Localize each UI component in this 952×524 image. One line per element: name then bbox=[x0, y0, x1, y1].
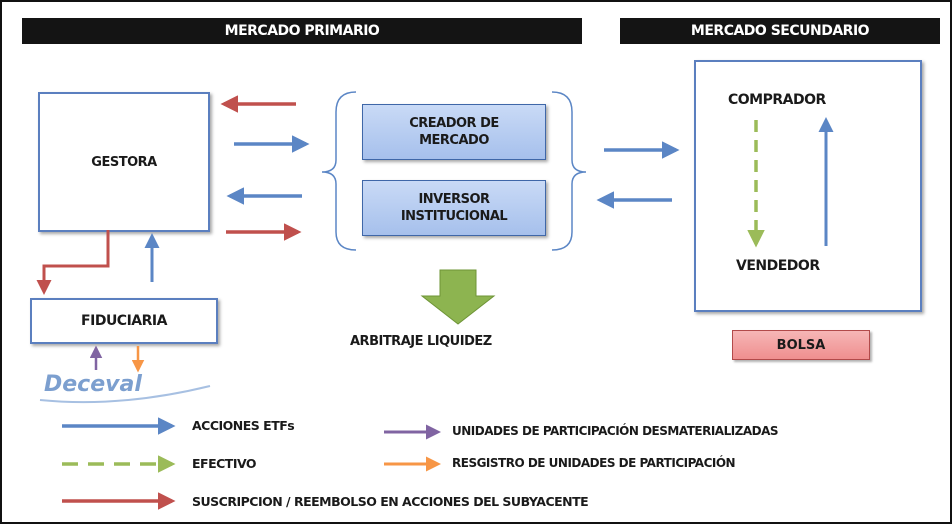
header-mercado-primario: MERCADO PRIMARIO bbox=[22, 18, 582, 44]
creador-line2: MERCADO bbox=[419, 133, 489, 148]
gestora-box: GESTORA bbox=[38, 92, 210, 232]
mercado-secundario-box bbox=[694, 60, 922, 312]
legend-registro-label: RESGISTRO DE UNIDADES DE PARTICIPACIÓN bbox=[452, 456, 736, 470]
inversor-institucional-box: INVERSOR INSTITUCIONAL bbox=[362, 180, 546, 236]
left-brace bbox=[321, 91, 357, 251]
creador-line1: CREADOR DE bbox=[409, 116, 499, 131]
arbitraje-liquidez-label: ARBITRAJE LIQUIDEZ bbox=[350, 334, 492, 349]
fiduciaria-box: FIDUCIARIA bbox=[30, 298, 218, 344]
arrow-red-gestora-to-fiduciaria bbox=[36, 230, 110, 295]
header-primary-text: MERCADO PRIMARIO bbox=[224, 23, 380, 39]
header-mercado-secundario: MERCADO SECUNDARIO bbox=[620, 18, 940, 44]
legend-acciones-label: ACCIONES ETFs bbox=[192, 418, 295, 433]
creador-label: CREADOR DE MERCADO bbox=[409, 115, 499, 149]
vendedor-label: VENDEDOR bbox=[736, 258, 820, 274]
legend-unidades-label: UNIDADES DE PARTICIPACIÓN DESMATERIALIZA… bbox=[452, 424, 779, 438]
header-secondary-text: MERCADO SECUNDARIO bbox=[690, 23, 870, 39]
bolsa-box: BOLSA bbox=[732, 330, 870, 360]
deceval-swoosh-icon bbox=[39, 385, 211, 404]
inversor-line2: INSTITUCIONAL bbox=[400, 209, 508, 224]
right-brace bbox=[551, 91, 587, 251]
legend-efectivo-label: EFECTIVO bbox=[192, 456, 257, 471]
legend-suscripcion-label: SUSCRIPCION / REEMBOLSO EN ACCIONES DEL … bbox=[192, 494, 589, 509]
deceval-logo: Deceval bbox=[44, 372, 142, 397]
bolsa-label: BOLSA bbox=[776, 337, 826, 353]
creador-de-mercado-box: CREADOR DE MERCADO bbox=[362, 104, 546, 160]
deceval-logo-text: Deceval bbox=[44, 372, 142, 397]
big-down-arrow-icon bbox=[420, 269, 496, 325]
inversor-line1: INVERSOR bbox=[418, 192, 490, 207]
gestora-label: GESTORA bbox=[91, 154, 157, 170]
fiduciaria-label: FIDUCIARIA bbox=[81, 313, 167, 329]
comprador-label: COMPRADOR bbox=[728, 92, 826, 108]
inversor-label: INVERSOR INSTITUCIONAL bbox=[400, 191, 508, 225]
